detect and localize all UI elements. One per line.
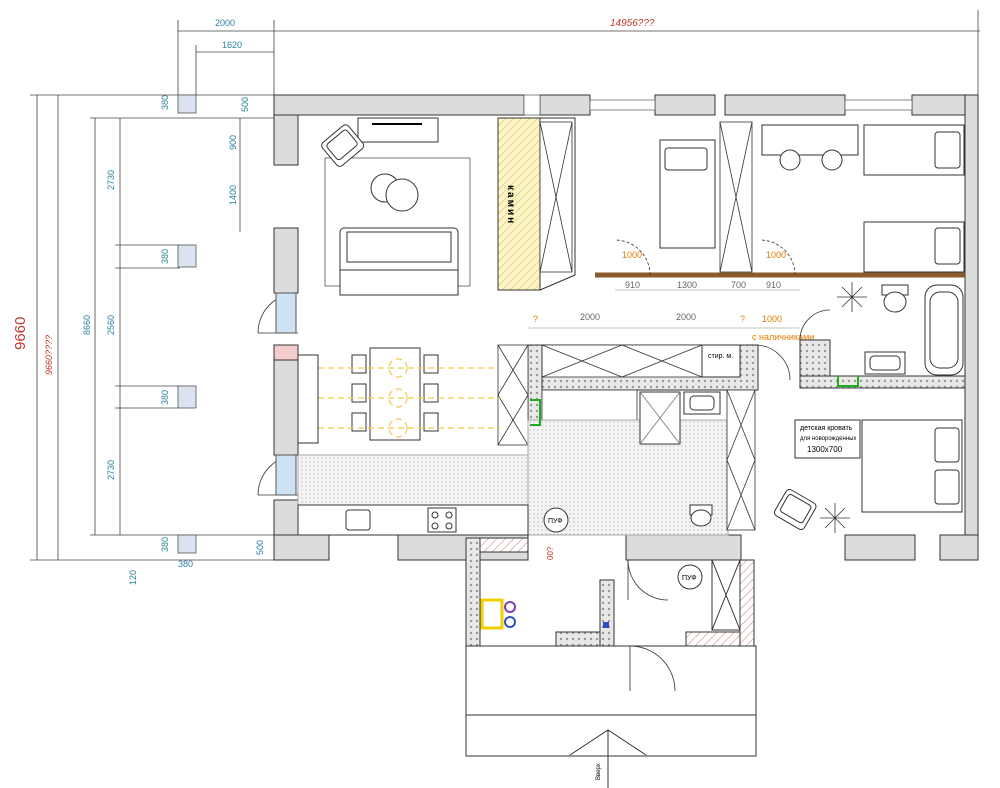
- wardrobe-bedroom-3: [726, 389, 756, 531]
- fireplace-label: камин: [505, 185, 516, 225]
- terrace-columns: [177, 94, 197, 554]
- left-dimensions: [30, 94, 274, 561]
- dim-2000-mid-b: 2000: [676, 312, 696, 322]
- wardrobe-hall: [541, 344, 703, 378]
- coffee-table-icon: [370, 173, 419, 212]
- dim-overall-width: 14956???: [610, 18, 655, 29]
- sink-2-icon: [683, 391, 721, 415]
- sink-icon: [864, 351, 906, 375]
- dining-table-icon: [351, 347, 439, 441]
- crib-label-2: для новорожденных: [800, 436, 856, 442]
- toilet-2-icon: [689, 504, 713, 527]
- glass-doors: [275, 292, 297, 496]
- dim-380-b: 380: [160, 249, 170, 264]
- washer-icon: [480, 598, 516, 630]
- sofa-icon: [339, 227, 459, 296]
- blue-mark: [603, 622, 609, 628]
- dim-500-bottom: 500: [255, 540, 265, 555]
- sideboard: [297, 354, 319, 444]
- dim-120: 120: [128, 570, 138, 585]
- door-swings: [257, 239, 831, 692]
- dim-9660-alt: 9660????: [44, 335, 54, 375]
- bed-master-icon: [861, 419, 963, 513]
- dim-380-d: 380: [160, 537, 170, 552]
- dim-900: 900: [228, 135, 238, 150]
- bed-1-icon: [659, 139, 716, 249]
- crib-label-box: [794, 419, 861, 459]
- armchair-2-icon: [773, 488, 817, 531]
- armchair-icon: [321, 124, 365, 167]
- toilet-icon: [881, 284, 909, 313]
- diag-panel-3: [739, 559, 755, 647]
- bed-2-icon: [863, 124, 965, 176]
- dim-910-a: 910: [625, 280, 640, 290]
- svg-text:ПУФ: ПУФ: [548, 518, 563, 525]
- wardrobe-left: [539, 121, 573, 273]
- dim-2000-top: 2000: [215, 18, 235, 28]
- door-dim-3: 1000: [762, 314, 782, 324]
- kitchen-counter: [297, 504, 529, 536]
- dim-1620-top: 1620: [222, 40, 242, 50]
- green-marks: [530, 376, 859, 426]
- dim-500-top: 500: [240, 97, 250, 112]
- dim-700: 700: [731, 280, 746, 290]
- entry-label: Вверх: [596, 763, 602, 780]
- outer-walls: [273, 94, 979, 561]
- door-dim-1: 1000: [622, 250, 642, 260]
- dim-9660-main: 9660: [12, 317, 29, 350]
- dim-q2: ?: [740, 314, 745, 324]
- diag-panel-2: [685, 631, 741, 647]
- dim-2730-a: 2730: [106, 170, 116, 190]
- dim-380-e: 380: [178, 559, 193, 569]
- bathroom-wall-v: [799, 339, 831, 377]
- fireplace: [497, 117, 541, 291]
- porch: [465, 645, 757, 757]
- plant-2-icon: [820, 503, 850, 533]
- dim-2730-b: 2730: [106, 460, 116, 480]
- bathroom-wall: [799, 375, 966, 389]
- bed-3-icon: [863, 221, 965, 273]
- laundry-box: [701, 344, 741, 378]
- dim-q1: ?: [533, 314, 538, 324]
- kitchen-cabinets: [497, 344, 638, 446]
- dim-2560: 2560: [106, 315, 116, 335]
- kitchen-floor-tile: [297, 454, 529, 506]
- pouf-2-icon: ПУФ: [677, 564, 703, 590]
- window-pink: [273, 344, 299, 361]
- wardrobe-right: [719, 121, 753, 273]
- small-red-label: 00?: [546, 546, 555, 560]
- entry-arrow-icon: [569, 729, 647, 788]
- dim-380-a: 380: [160, 95, 170, 110]
- diag-panel: [479, 537, 529, 553]
- dim-8660: 8660: [82, 315, 92, 335]
- svg-text:ПУФ: ПУФ: [682, 575, 697, 582]
- dim-1400: 1400: [228, 185, 238, 205]
- dim-2000-mid-a: 2000: [580, 312, 600, 322]
- door-dim-2: 1000: [766, 250, 786, 260]
- desk-icon: [761, 124, 859, 171]
- pouf-1-icon: ПУФ: [543, 507, 569, 533]
- plant-icon: [837, 282, 867, 312]
- storage-label: стир. м.: [708, 353, 733, 360]
- bathtub-icon: [924, 284, 964, 376]
- nalichniki-label: с наличниками: [752, 332, 814, 342]
- dim-910-b: 910: [766, 280, 781, 290]
- top-dimensions: [177, 10, 980, 95]
- dim-380-c: 380: [160, 390, 170, 405]
- tv-unit: [357, 117, 439, 143]
- windows-top: [523, 94, 913, 116]
- dim-1300: 1300: [677, 280, 697, 290]
- lights-dashed: [298, 358, 500, 438]
- crib-label-3: 1300x700: [807, 445, 843, 454]
- crib-label-1: детская кровать: [800, 425, 853, 432]
